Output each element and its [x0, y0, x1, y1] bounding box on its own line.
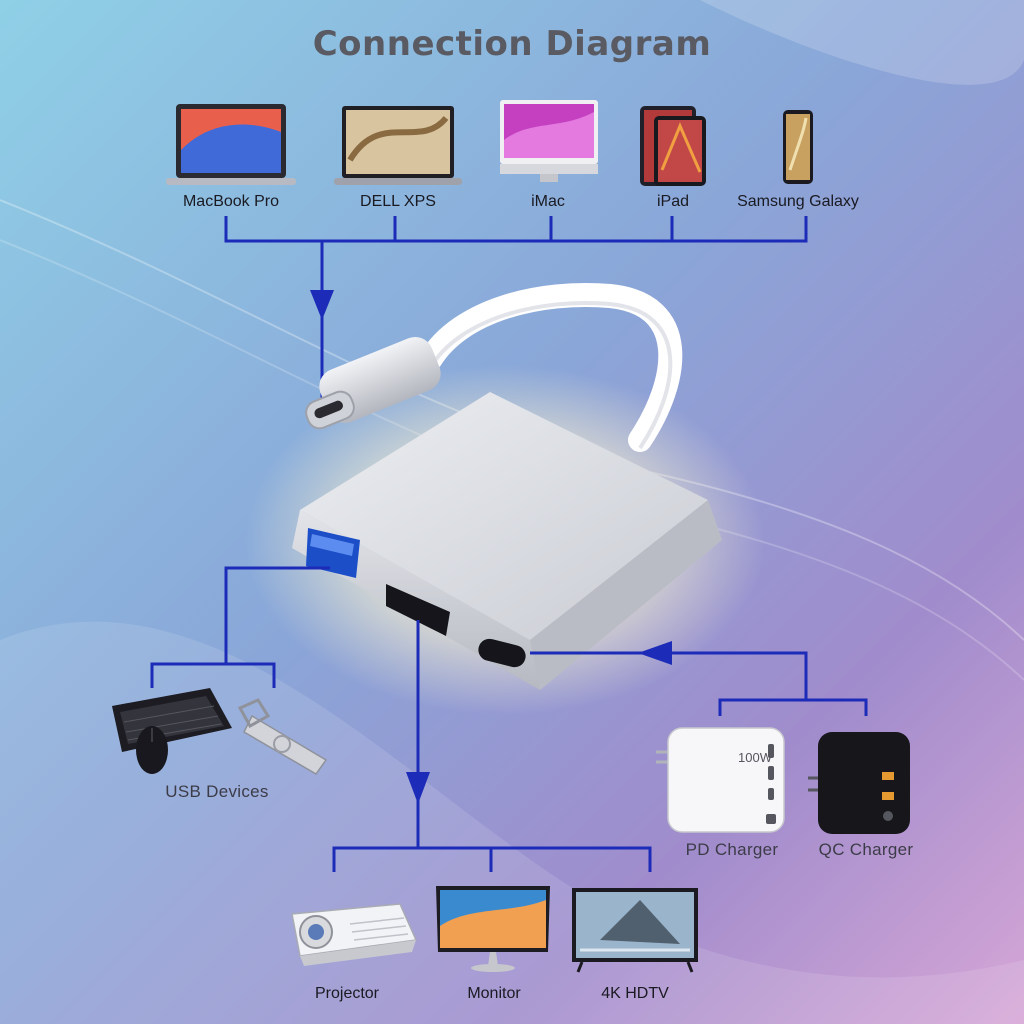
monitor-icon [436, 886, 550, 972]
source-device-label: Samsung Galaxy [737, 193, 859, 210]
laptop-icon [334, 106, 462, 185]
tv-icon [572, 888, 698, 973]
source-device-label: iMac [531, 193, 565, 210]
charger-label: QC Charger [818, 840, 914, 859]
charger-icon [808, 732, 910, 834]
mouse-icon [136, 726, 168, 774]
charger-icon: 100W [656, 727, 785, 833]
source-device-label: iPad [656, 193, 690, 210]
desktop-computer-icon [500, 100, 598, 182]
arrow-left-icon [638, 641, 672, 665]
arrow-down-icon [310, 290, 334, 320]
charger-marking: 100W [738, 750, 773, 765]
display-device-label: Monitor [467, 985, 521, 1002]
smartphone-icon [783, 110, 813, 184]
usb-flash-drive-icon [237, 698, 328, 775]
display-connector-lines [332, 620, 652, 872]
source-connector-lines [224, 216, 808, 398]
source-device-label: DELL XPS [360, 193, 436, 210]
display-device-label: Projector [314, 985, 380, 1002]
charger-connector-lines [530, 651, 868, 716]
source-device-label: MacBook Pro [182, 193, 280, 210]
keyboard-icon [112, 688, 232, 752]
usb-connector-lines [150, 566, 330, 688]
tablet-icon [640, 106, 706, 186]
usb-c-hub [292, 392, 722, 690]
usb-devices-label: USB Devices [165, 782, 269, 801]
diagram-title: Connection Diagram [312, 24, 712, 64]
projector-icon [291, 903, 418, 966]
charger-label: PD Charger [685, 840, 779, 859]
display-device-label: 4K HDTV [601, 985, 669, 1002]
laptop-icon [166, 104, 296, 185]
arrow-down-icon [406, 772, 430, 804]
usb-c-cable [305, 282, 683, 452]
